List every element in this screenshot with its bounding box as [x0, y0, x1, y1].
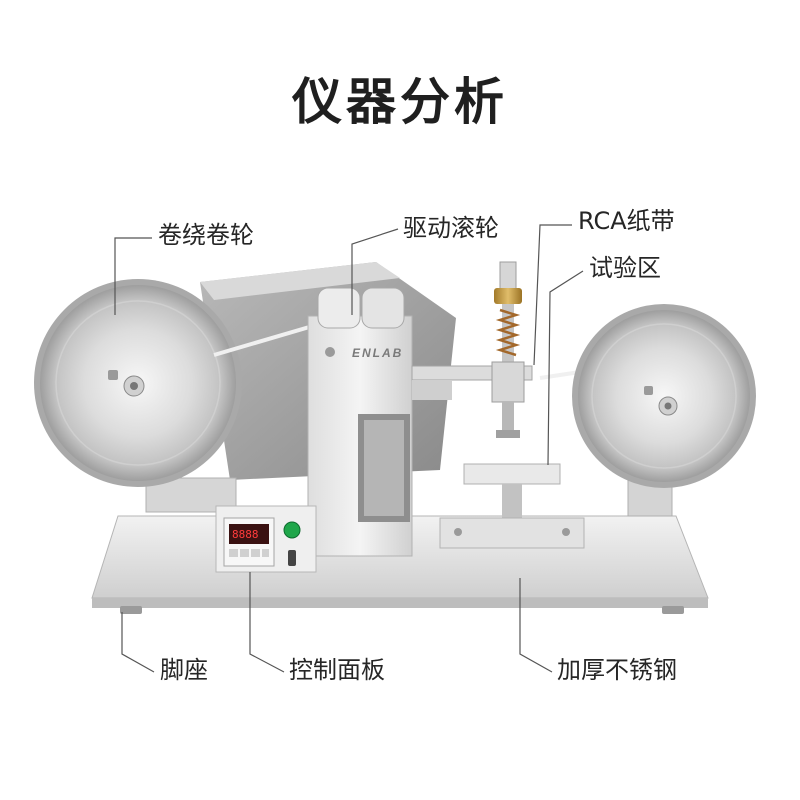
callout-reel	[114, 237, 152, 315]
control-panel: 8888	[215, 505, 317, 573]
callout-steel	[519, 578, 553, 673]
power-switch[interactable]	[288, 550, 296, 566]
label-steel-base: 加厚不锈钢	[557, 656, 677, 684]
label-test-area: 试验区	[589, 254, 661, 282]
callout-test	[547, 270, 584, 466]
callout-drive	[351, 228, 399, 315]
callout-foot	[121, 612, 155, 673]
brand-logo: ENLAB	[352, 346, 403, 360]
foot-right	[662, 606, 684, 614]
label-rca-tape: RCA纸带	[578, 207, 675, 235]
label-drive-roller: 驱动滚轮	[403, 214, 499, 242]
drive-tower: ENLAB	[307, 315, 413, 557]
label-foot: 脚座	[160, 656, 208, 684]
take-up-reel	[34, 279, 242, 487]
page-title: 仪器分析	[292, 73, 508, 131]
label-control-panel: 控制面板	[289, 656, 385, 684]
supply-reel	[572, 304, 756, 517]
drive-rollers	[317, 287, 405, 329]
timer-display: 8888	[232, 528, 259, 541]
callout-lines	[114, 224, 584, 673]
foot-left	[120, 606, 142, 614]
test-area-platform	[439, 463, 585, 549]
start-button[interactable]	[283, 521, 301, 539]
brass-weight	[494, 288, 522, 304]
test-head-assembly	[411, 261, 533, 438]
label-take-up-reel: 卷绕卷轮	[158, 221, 254, 249]
load-spring	[495, 308, 521, 357]
callout-panel	[249, 572, 285, 673]
callout-rca	[533, 224, 572, 366]
